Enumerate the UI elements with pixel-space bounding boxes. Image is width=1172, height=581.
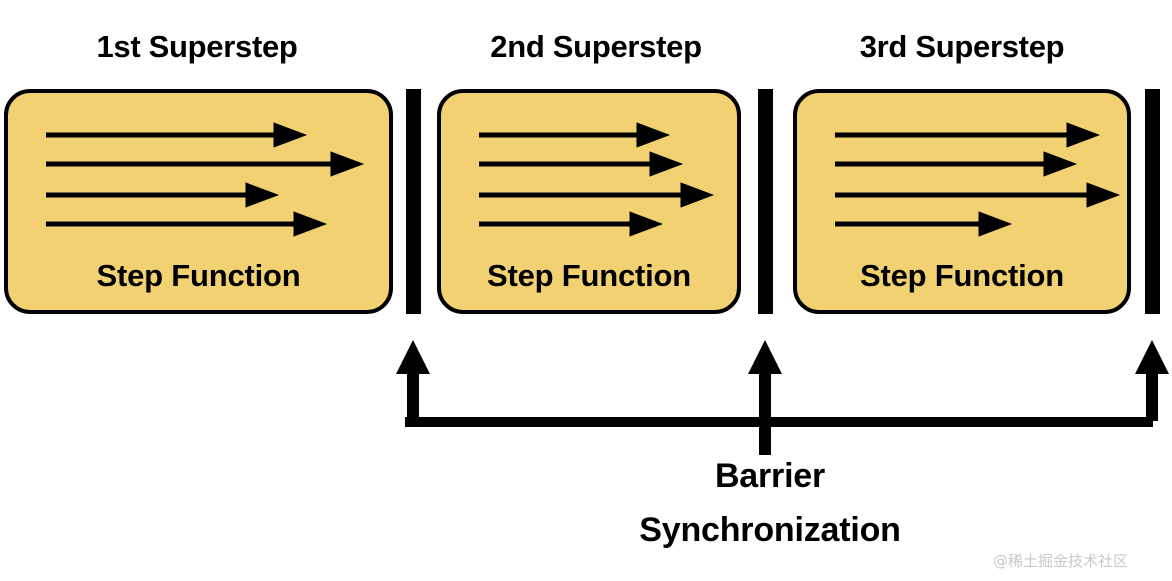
- step-function-box-3[interactable]: Step Function: [793, 89, 1131, 314]
- barrier-bar-2: [758, 89, 773, 314]
- barrier-sync-arrow-middle-icon: [748, 340, 782, 374]
- work-arrow-head-1-4: [293, 211, 328, 237]
- barrier-sync-caption-line1: Barrier: [714, 457, 826, 495]
- barrier-bar-3: [1145, 89, 1160, 314]
- work-arrow-head-3-4: [978, 211, 1013, 237]
- work-arrow-head-2-1: [636, 122, 671, 148]
- work-arrows-group-1: [46, 122, 365, 237]
- superstep-title-2: 2nd Superstep: [490, 29, 702, 64]
- work-arrows-group-2: [479, 122, 715, 237]
- work-arrow-head-3-3: [1086, 182, 1121, 208]
- step-function-box-2[interactable]: Step Function: [437, 89, 741, 314]
- barrier-sync-stem-left: [407, 371, 419, 421]
- barrier-sync-arrow-left-icon: [396, 340, 430, 374]
- barrier-sync-stem-middle: [759, 371, 771, 455]
- work-arrow-head-3-1: [1066, 122, 1101, 148]
- superstep-title-1: 1st Superstep: [96, 29, 298, 64]
- work-arrows-group-3: [835, 122, 1121, 237]
- step-function-label-3: Step Function: [859, 258, 1065, 293]
- work-arrow-head-2-4: [629, 211, 664, 237]
- barrier-sync-caption-line2: Synchronization: [639, 511, 901, 549]
- step-function-label-2: Step Function: [486, 258, 692, 293]
- work-arrow-head-1-3: [245, 182, 280, 208]
- step-function-box-1[interactable]: Step Function: [4, 89, 393, 314]
- watermark: @稀土掘金技术社区: [993, 552, 1129, 570]
- superstep-title-3: 3rd Superstep: [859, 29, 1065, 64]
- barrier-bar-1: [406, 89, 421, 314]
- work-arrow-head-2-3: [680, 182, 715, 208]
- step-function-label-1: Step Function: [96, 258, 301, 293]
- work-arrow-head-1-2: [330, 151, 365, 177]
- barrier-sync-stem-right: [1146, 371, 1158, 421]
- barrier-sync-arrow-right-icon: [1135, 340, 1169, 374]
- work-arrow-head-2-2: [649, 151, 684, 177]
- work-arrow-head-3-2: [1043, 151, 1078, 177]
- work-arrow-head-1-1: [273, 122, 308, 148]
- barrier-sync-horizontal-line: [405, 417, 1153, 427]
